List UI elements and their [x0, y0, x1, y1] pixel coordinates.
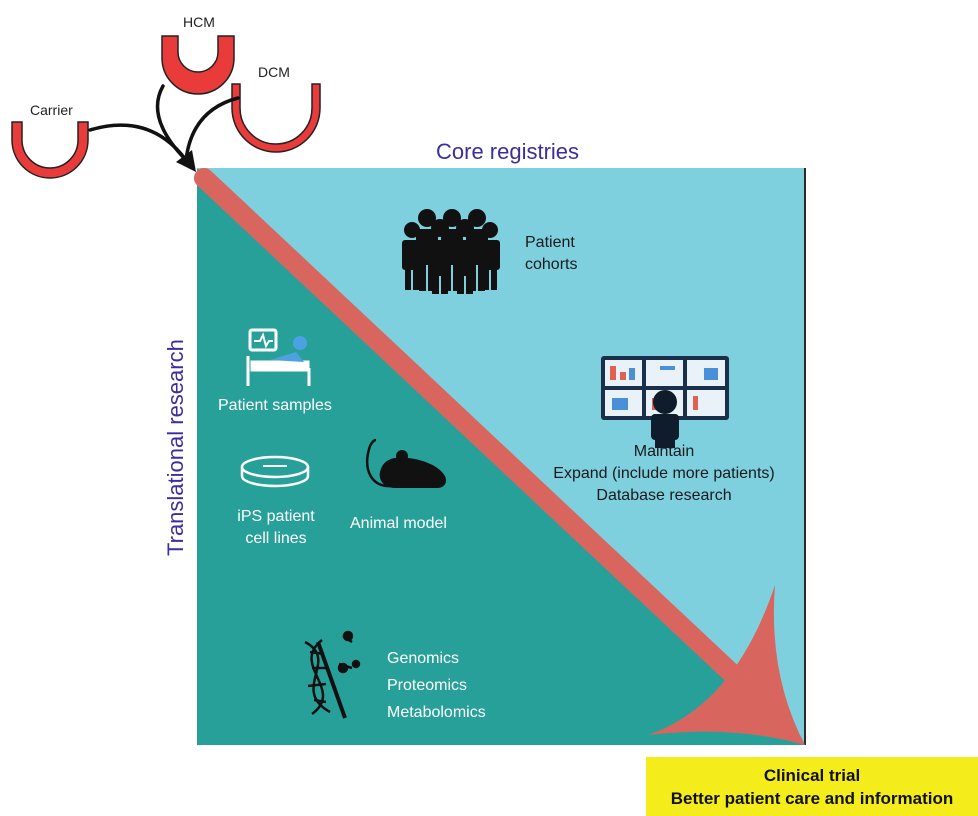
carrier-heart-icon: [11, 121, 89, 179]
core-registries-title: Core registries: [436, 139, 580, 164]
registry-actions-label: Maintain Expand (include more patients) …: [529, 441, 799, 507]
ips-line1: iPS patient: [237, 508, 315, 525]
ips-line2: cell lines: [245, 530, 307, 547]
people-group-icon: [402, 209, 500, 294]
monitor-wall-icon: [601, 356, 729, 448]
ips-cell-lines-label: iPS patient cell lines: [226, 506, 326, 550]
arrowhead: [176, 150, 196, 172]
hcm-heart-icon: [161, 35, 235, 95]
converging-arrows: [88, 84, 240, 162]
database-research-text: Database research: [596, 487, 732, 504]
metabolomics-text: Metabolomics: [387, 704, 486, 721]
carrier-label: Carrier: [30, 102, 73, 118]
omics-list: Genomics Proteomics Metabolomics: [387, 645, 486, 726]
hospital-bed-icon: [246, 328, 311, 386]
genomics-text: Genomics: [387, 650, 460, 667]
expand-text: Expand (include more patients): [553, 465, 775, 482]
patient-cohorts-line1: Patient: [525, 234, 575, 251]
dcm-heart-icon: [231, 83, 321, 153]
patient-cohorts-label: Patient cohorts: [525, 232, 577, 276]
proteomics-text: Proteomics: [387, 677, 468, 694]
patient-cohorts-line2: cohorts: [525, 256, 578, 273]
mouse-icon: [365, 438, 447, 488]
patient-figure-icon: [270, 336, 307, 362]
diagonal-arrow: [194, 168, 805, 745]
patient-samples-label: Patient samples: [218, 397, 332, 414]
translational-research-title: Translational research: [163, 339, 188, 556]
better-care-text: Better patient care and information: [670, 789, 954, 808]
animal-model-label: Animal model: [350, 515, 447, 532]
maintain-text: Maintain: [633, 443, 695, 460]
dcm-label: DCM: [258, 64, 290, 80]
clinical-trial-text: Clinical trial: [763, 766, 861, 785]
hcm-label: HCM: [183, 14, 215, 30]
clinical-trial-box: Clinical trial Better patient care and i…: [646, 757, 978, 816]
dna-icon: [304, 630, 361, 719]
petri-dish-icon: [240, 455, 310, 488]
